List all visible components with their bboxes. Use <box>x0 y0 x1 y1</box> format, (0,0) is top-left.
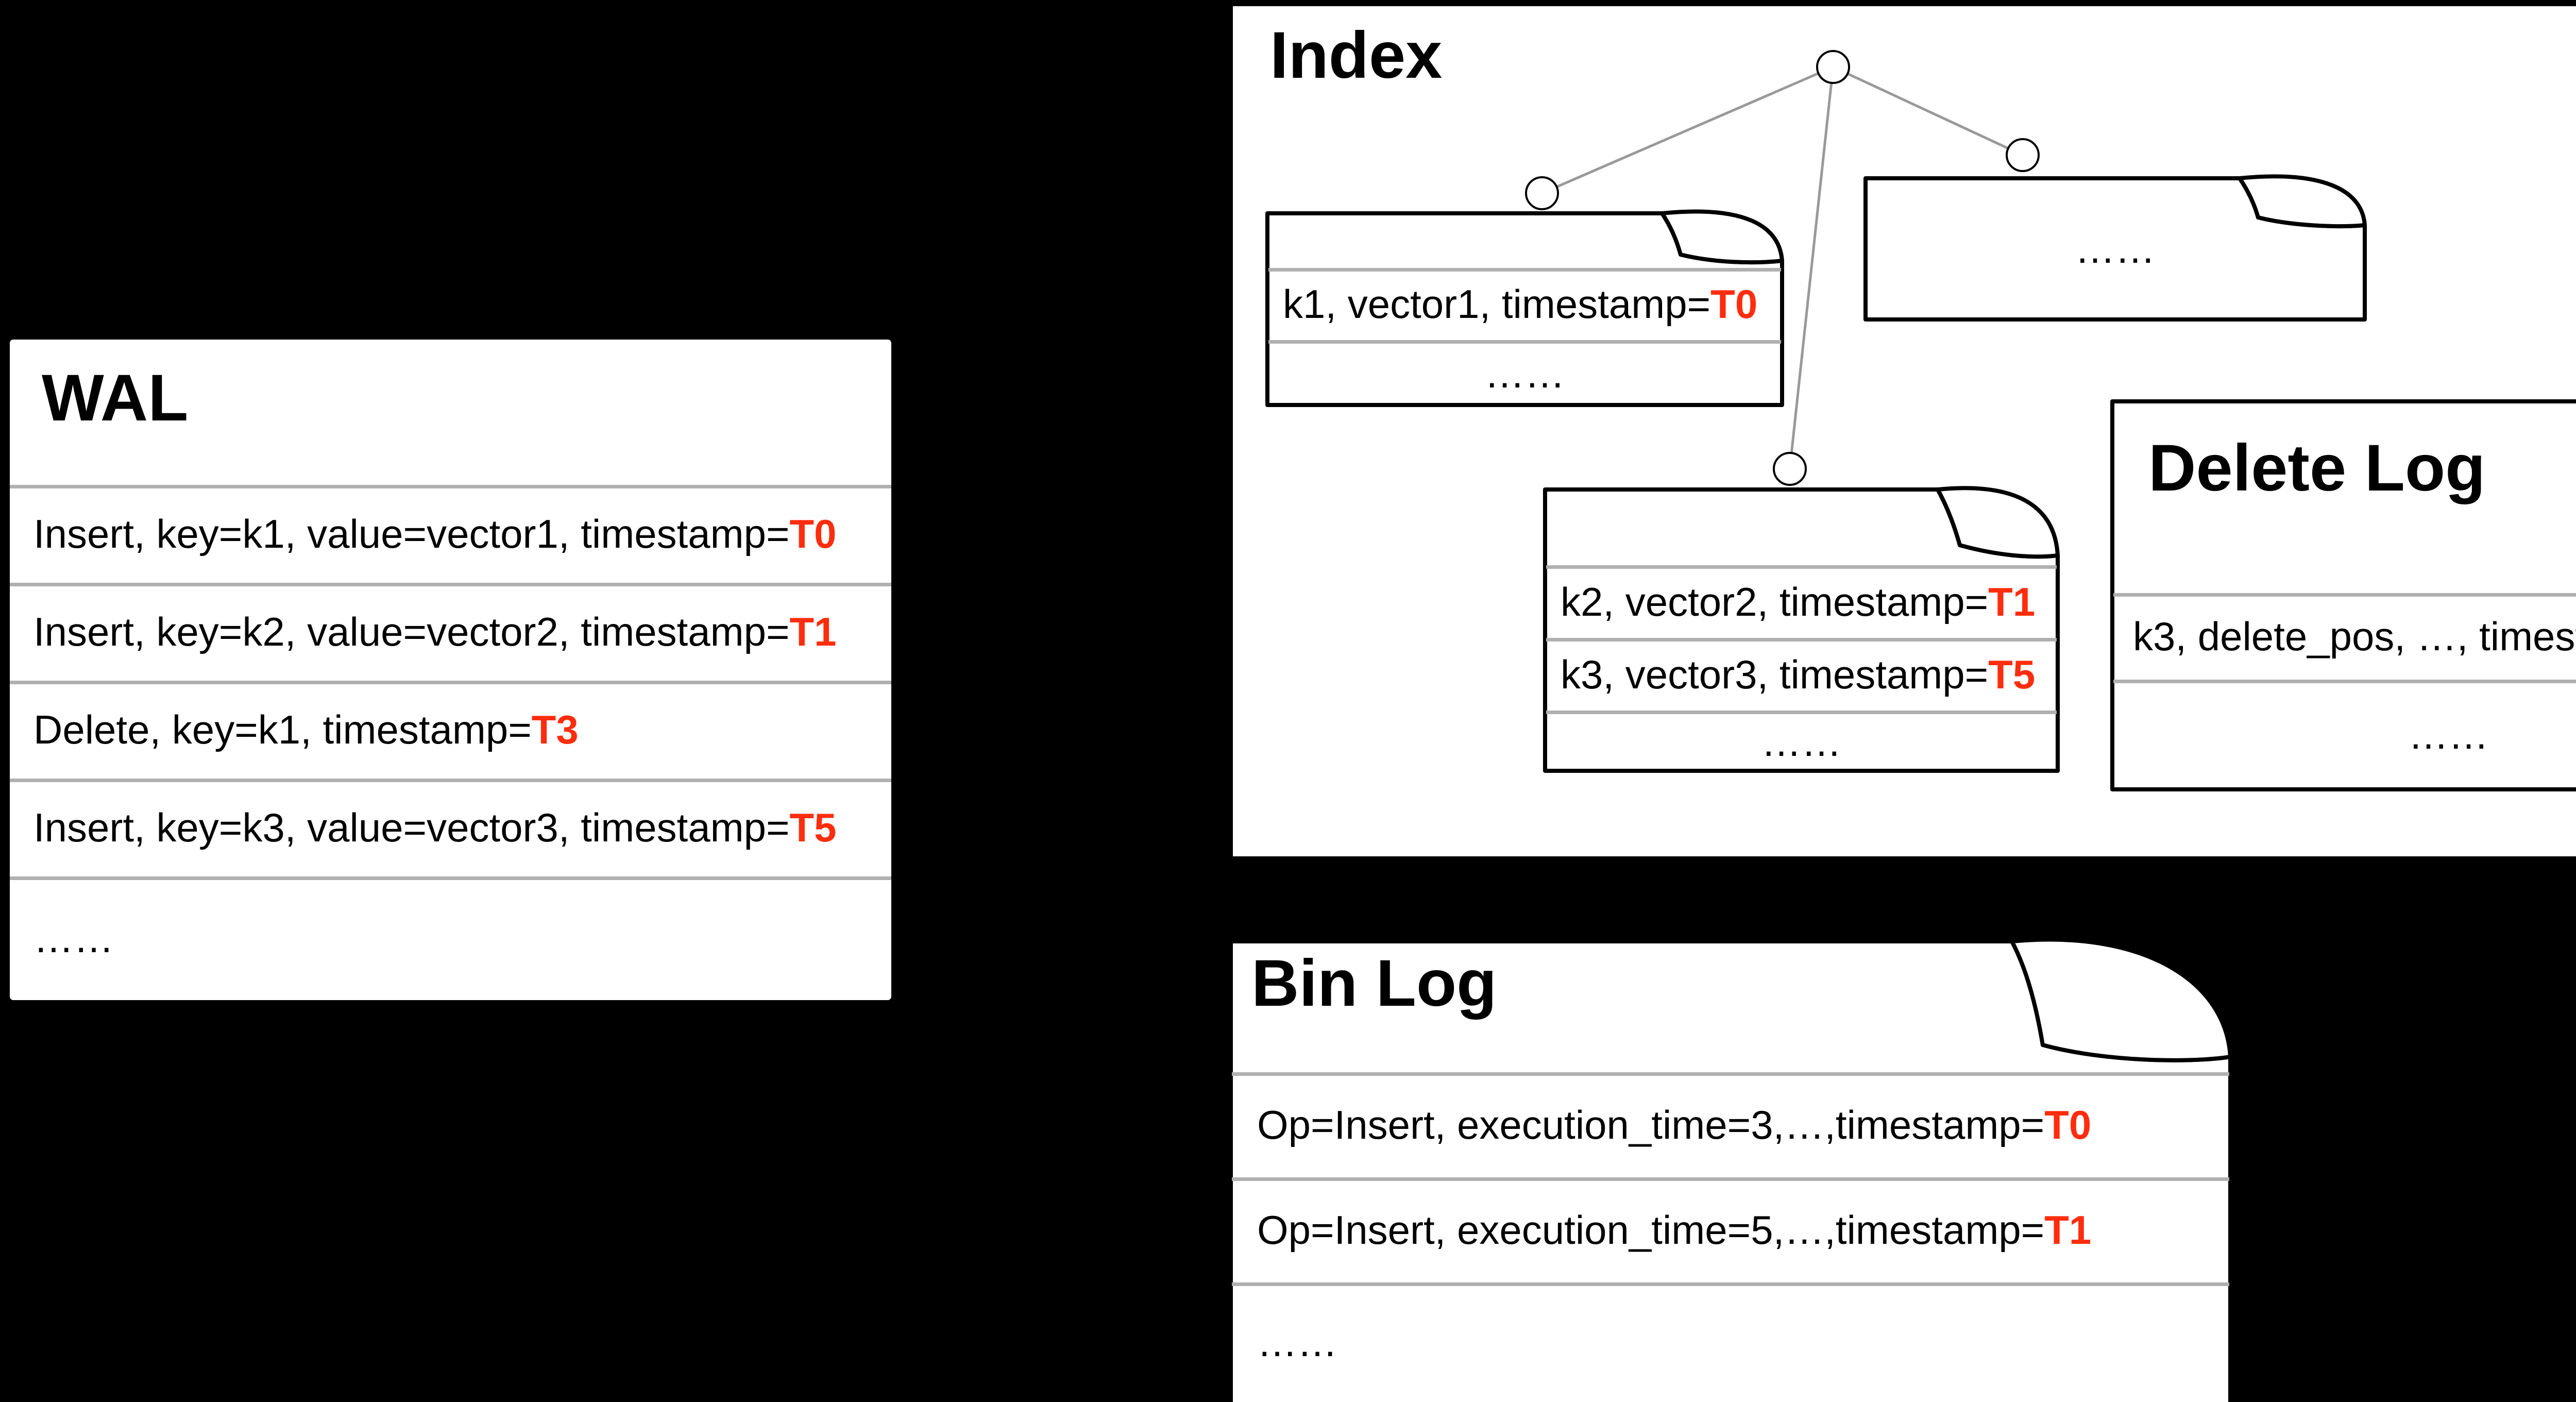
tree-node <box>1773 452 1807 486</box>
divider <box>10 485 891 488</box>
timestamp-value: T0 <box>2044 1102 2092 1147</box>
log-entry-text: Delete, key=k1, timestamp= <box>33 707 532 752</box>
ellipsis-text: …… <box>33 916 114 961</box>
index-tree <box>1525 50 2040 486</box>
log-entry-text: Insert, key=k1, value=vector1, timestamp… <box>33 511 790 556</box>
divider <box>10 681 891 684</box>
entry-text: k2, vector2, timestamp= <box>1561 579 1989 624</box>
folded-corner <box>2010 937 2232 1062</box>
divider <box>1546 638 2057 641</box>
divider <box>10 779 891 782</box>
wal-log-entry: Insert, key=k3, value=vector3, timestamp… <box>10 779 891 876</box>
timestamp-value: T0 <box>789 511 837 556</box>
bin-log-box: Bin Log Op=Insert, execution_time=3,…,ti… <box>1229 937 2232 1402</box>
segment-more-row: …… <box>1863 176 2367 322</box>
ellipsis-text: …… <box>1484 351 1565 396</box>
divider <box>1268 340 1781 344</box>
entry-text: k1, vector1, timestamp= <box>1283 281 1711 327</box>
folded-corner <box>2238 174 2367 229</box>
ellipsis-text: …… <box>1257 1320 1337 1365</box>
tree-node <box>1525 176 1559 210</box>
divider <box>2113 593 2576 597</box>
timestamp-value: T5 <box>789 805 837 850</box>
delete-log-more-row: …… <box>2110 680 2576 789</box>
timestamp-value: T1 <box>789 609 837 654</box>
entry-text: k3, delete_pos, …, timestamp= <box>2133 614 2576 659</box>
entry-text: Op=Insert, execution_time=5,…,timestamp= <box>1257 1207 2045 1253</box>
segment-entry: k2, vector2, timestamp=T1 <box>1543 565 2060 638</box>
wal-log-entry: Insert, key=k2, value=vector2, timestamp… <box>10 583 891 681</box>
segment-entry: k1, vector1, timestamp=T0 <box>1265 268 1784 340</box>
delete-log-title: Delete Log <box>2148 431 2486 505</box>
segment-more-row: …… <box>1265 340 1784 407</box>
ellipsis-text: …… <box>2408 712 2489 757</box>
divider <box>1268 268 1781 272</box>
index-panel: Index k1, vector1, timestamp=T0 …… <box>1233 6 2576 856</box>
document-shape <box>1229 937 2232 1402</box>
divider <box>1232 1177 2229 1181</box>
tree-edge <box>1832 65 2024 157</box>
timestamp-value: T1 <box>1988 579 2036 624</box>
folded-corner <box>1936 486 2060 559</box>
delete-log-entry: k3, delete_pos, …, timestamp=T3 <box>2110 593 2576 680</box>
document-shape <box>1265 209 1784 407</box>
wal-log-entry: Delete, key=k1, timestamp=T3 <box>10 681 891 779</box>
bin-log-title: Bin Log <box>1251 947 1497 1020</box>
tree-edge <box>1788 66 1835 469</box>
log-entry-text: Insert, key=k2, value=vector2, timestamp… <box>33 609 790 654</box>
delete-log-box: Delete Log k3, delete_pos, …, timestamp=… <box>2110 399 2576 791</box>
wal-box: WAL Insert, key=k1, value=vector1, times… <box>6 336 895 1004</box>
tree-node <box>2006 138 2040 172</box>
timestamp-value: T1 <box>2044 1207 2092 1253</box>
divider <box>1546 565 2057 569</box>
index-title: Index <box>1270 19 1443 92</box>
entry-text: k3, vector3, timestamp= <box>1561 651 1989 697</box>
segment-more-row: …… <box>1543 711 2060 773</box>
timestamp-value: T3 <box>531 707 579 752</box>
tree-edge <box>1541 65 1834 195</box>
segment-file-k1: k1, vector1, timestamp=T0 …… <box>1265 209 1784 407</box>
document-shape <box>1863 174 2367 322</box>
bin-log-entry: Op=Insert, execution_time=3,…,timestamp=… <box>1229 1072 2232 1177</box>
timestamp-value: T0 <box>1710 281 1758 327</box>
bin-log-entry: Op=Insert, execution_time=5,…,timestamp=… <box>1229 1177 2232 1282</box>
wal-title: WAL <box>42 361 189 435</box>
wal-more-row: …… <box>10 876 891 1000</box>
folded-corner <box>1660 209 1784 265</box>
divider <box>1232 1072 2229 1076</box>
divider <box>10 583 891 586</box>
entry-text: Op=Insert, execution_time=3,…,timestamp= <box>1257 1102 2045 1147</box>
wal-log-entry: Insert, key=k1, value=vector1, timestamp… <box>10 485 891 583</box>
ellipsis-text: …… <box>2075 226 2156 272</box>
divider <box>1232 1282 2229 1286</box>
segment-entry: k3, vector3, timestamp=T5 <box>1543 638 2060 711</box>
ellipsis-text: …… <box>1761 719 1842 765</box>
divider <box>1546 711 2057 714</box>
divider <box>2113 680 2576 683</box>
tree-root-node <box>1816 50 1850 84</box>
timestamp-value: T5 <box>1988 651 2036 697</box>
document-shape <box>1543 486 2060 773</box>
bin-log-more-row: …… <box>1229 1282 2232 1402</box>
segment-file-more: …… <box>1863 174 2367 322</box>
log-entry-text: Insert, key=k3, value=vector3, timestamp… <box>33 805 790 850</box>
segment-file-k2-k3: k2, vector2, timestamp=T1 k3, vector3, t… <box>1543 486 2060 773</box>
divider <box>10 876 891 880</box>
